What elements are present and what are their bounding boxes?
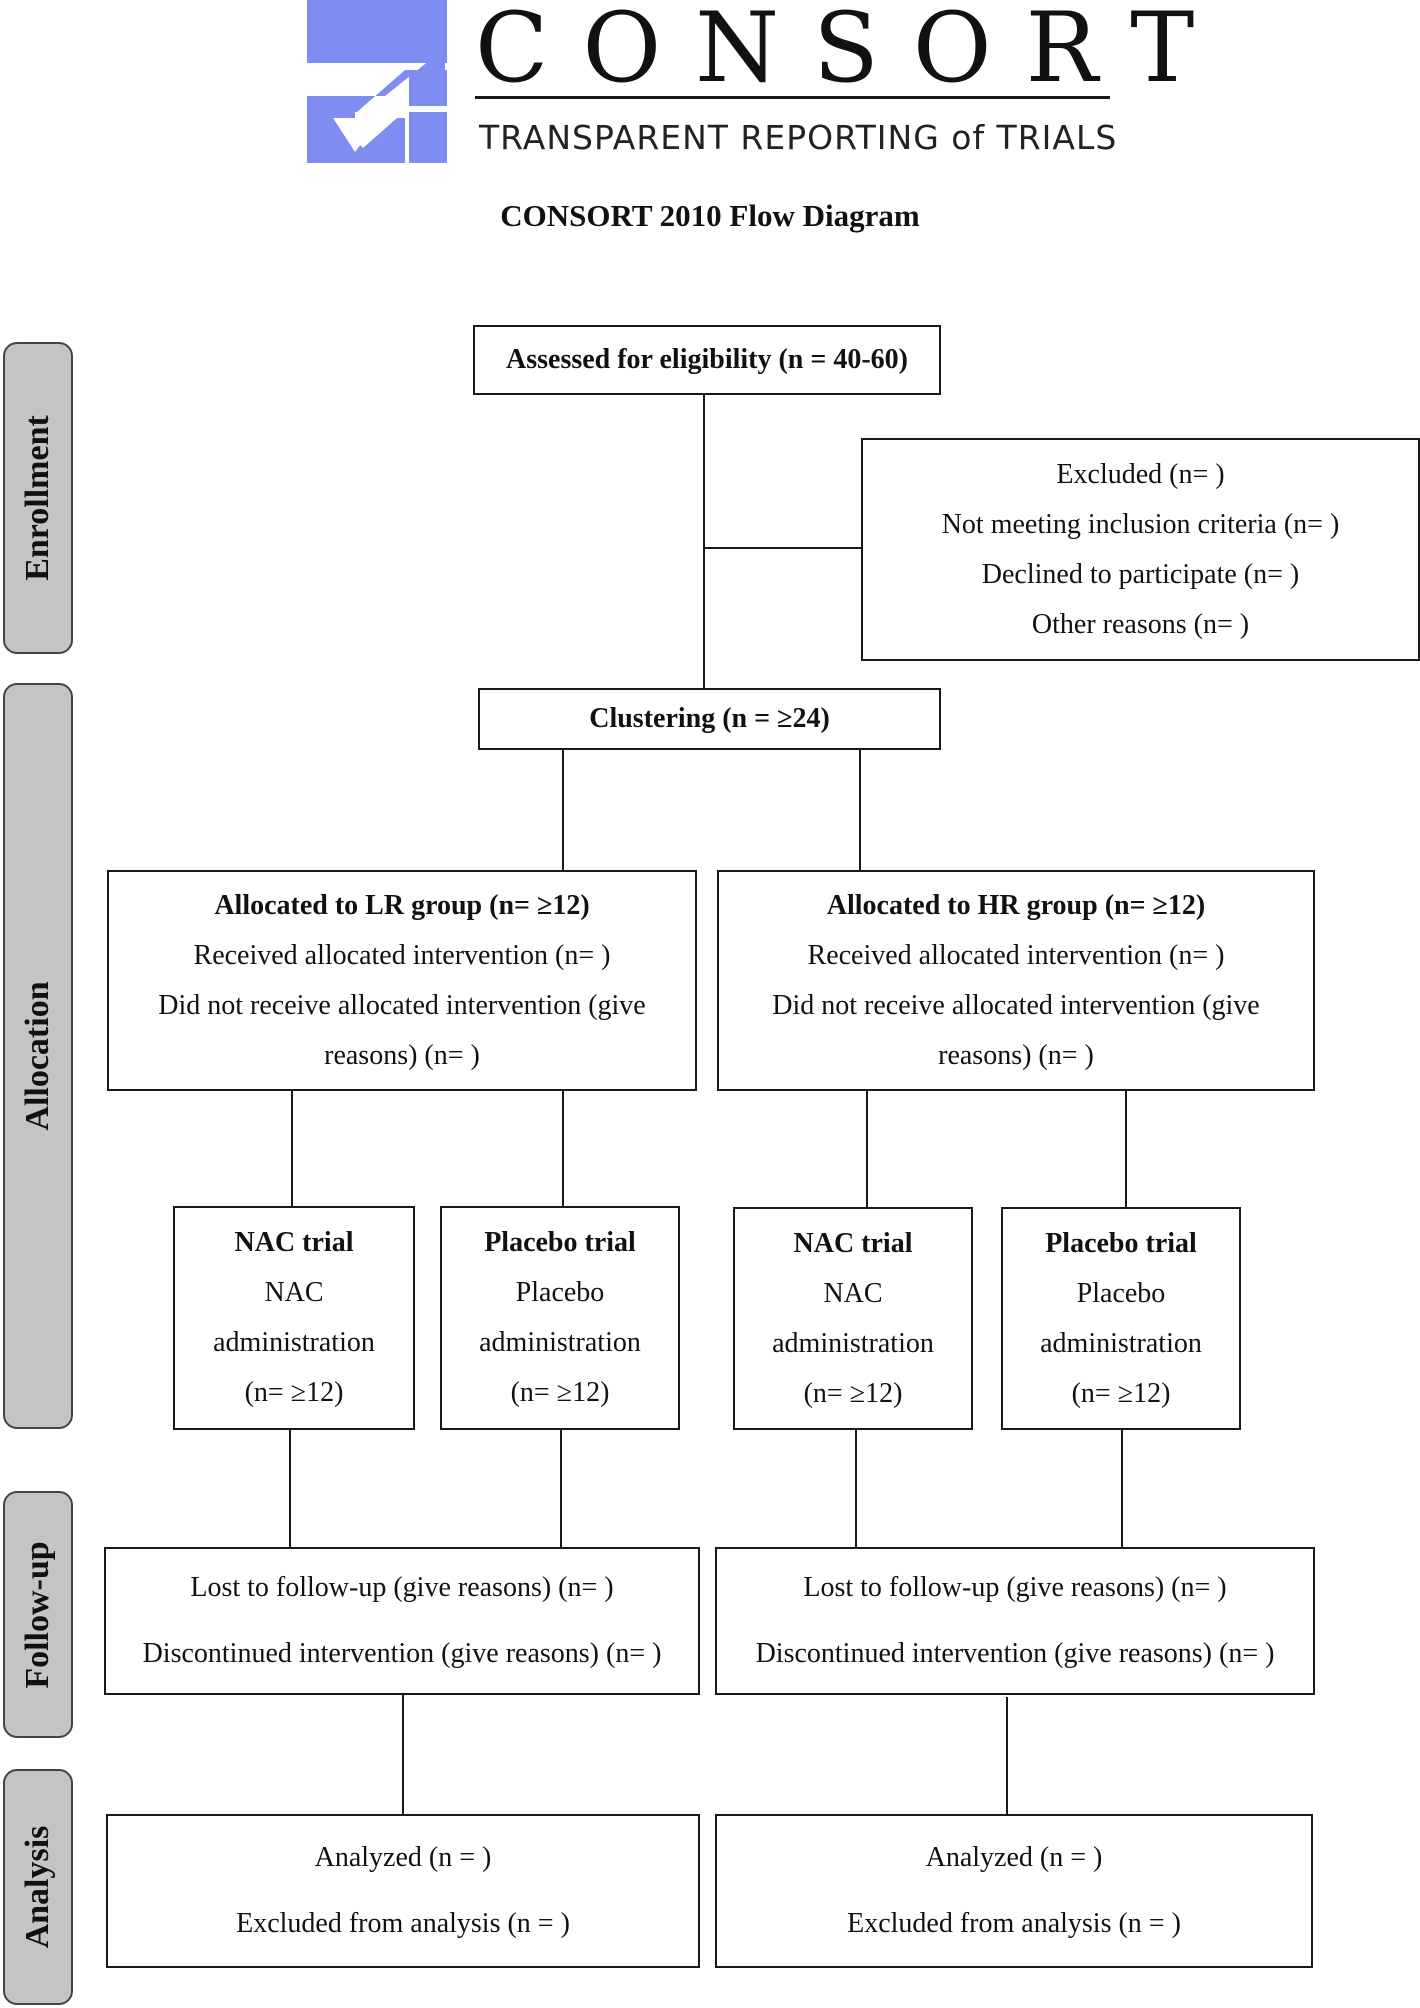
consort-logo: CONSORT TRANSPARENT REPORTING of TRIALS	[305, 0, 1194, 170]
phase-allocation-label: Allocation	[19, 981, 56, 1131]
phase-follow-up: Follow-up	[3, 1491, 73, 1738]
connector-line	[1006, 1697, 1008, 1816]
connector-line	[1125, 1091, 1127, 1209]
phase-analysis: Analysis	[3, 1769, 73, 2005]
logo-tagline: TRANSPARENT REPORTING of TRIALS	[479, 118, 1118, 157]
hr-analysis-box: Analyzed (n = ) Excluded from analysis (…	[715, 1814, 1313, 1968]
trial-administration: administration	[1040, 1327, 1202, 1359]
trial-title: Placebo trial	[1045, 1227, 1197, 1259]
analysis-excluded: Excluded from analysis (n = )	[847, 1908, 1181, 1939]
trial-title: Placebo trial	[484, 1227, 636, 1258]
hr-placebo-trial-box: Placebo trial Placebo administration (n=…	[1001, 1207, 1241, 1430]
connector-line	[703, 395, 705, 691]
connector-line	[855, 1429, 857, 1548]
assessed-eligibility-text: Assessed for eligibility (n = 40-60)	[506, 344, 908, 375]
allocated-hr-not-received: Did not receive allocated intervention (…	[772, 989, 1260, 1021]
allocated-lr-group-box: Allocated to LR group (n= ≥12) Received …	[107, 870, 697, 1091]
trial-n: (n= ≥12)	[803, 1377, 903, 1409]
trial-agent: NAC	[823, 1277, 883, 1309]
excluded-reason: Declined to participate (n= )	[981, 558, 1300, 590]
allocated-hr-group-box: Allocated to HR group (n= ≥12) Received …	[717, 870, 1315, 1091]
clustering-box: Clustering (n = ≥24)	[478, 688, 941, 750]
allocated-hr-title: Allocated to HR group (n= ≥12)	[826, 889, 1206, 921]
phase-analysis-label: Analysis	[19, 1825, 56, 1949]
follow-up-lost: Lost to follow-up (give reasons) (n= )	[803, 1572, 1227, 1603]
excluded-reason: Not meeting inclusion criteria (n= )	[941, 508, 1340, 540]
excluded-title: Excluded (n= )	[1056, 458, 1225, 490]
allocated-lr-not-received: Did not receive allocated intervention (…	[158, 989, 646, 1021]
trial-n: (n= ≥12)	[510, 1377, 610, 1408]
allocated-hr-received: Received allocated intervention (n= )	[807, 939, 1225, 971]
hr-nac-trial-box: NAC trial NAC administration (n= ≥12)	[733, 1207, 973, 1430]
connector-line	[859, 749, 861, 871]
connector-line	[866, 1091, 868, 1209]
connector-line	[1121, 1429, 1123, 1548]
follow-up-discontinued: Discontinued intervention (give reasons)…	[142, 1638, 662, 1669]
connector-line	[562, 749, 564, 871]
connector-line	[402, 1693, 404, 1816]
logo-rule	[475, 96, 1110, 99]
analysis-analyzed: Analyzed (n = )	[925, 1842, 1103, 1873]
logo-wordmark: CONSORT	[475, 0, 1229, 104]
lr-placebo-trial-box: Placebo trial Placebo administration (n=…	[440, 1206, 680, 1430]
connector-line	[291, 1091, 293, 1208]
trial-n: (n= ≥12)	[1071, 1377, 1171, 1409]
trial-agent: Placebo	[515, 1277, 605, 1308]
lr-analysis-box: Analyzed (n = ) Excluded from analysis (…	[106, 1814, 700, 1968]
trial-agent: NAC	[264, 1277, 324, 1308]
hr-follow-up-box: Lost to follow-up (give reasons) (n= ) D…	[715, 1547, 1315, 1695]
excluded-box: Excluded (n= ) Not meeting inclusion cri…	[861, 438, 1420, 661]
clustering-text: Clustering (n = ≥24)	[589, 703, 830, 734]
trial-administration: administration	[772, 1327, 934, 1359]
trial-title: NAC trial	[234, 1227, 354, 1258]
trial-title: NAC trial	[793, 1227, 913, 1259]
allocated-lr-not-received-reasons: reasons) (n= )	[324, 1039, 480, 1071]
consort-checkmark-icon	[307, 0, 447, 163]
follow-up-discontinued: Discontinued intervention (give reasons)…	[755, 1638, 1275, 1669]
allocated-lr-title: Allocated to LR group (n= ≥12)	[214, 889, 590, 921]
diagram-title: CONSORT 2010 Flow Diagram	[500, 198, 920, 233]
connector-line	[289, 1429, 291, 1548]
trial-agent: Placebo	[1076, 1277, 1166, 1309]
connector-line	[703, 547, 863, 549]
excluded-reason: Other reasons (n= )	[1031, 608, 1250, 640]
analysis-analyzed: Analyzed (n = )	[314, 1842, 492, 1873]
allocated-hr-not-received-reasons: reasons) (n= )	[938, 1039, 1094, 1071]
lr-nac-trial-box: NAC trial NAC administration (n= ≥12)	[173, 1206, 415, 1430]
trial-administration: administration	[479, 1327, 641, 1358]
assessed-eligibility-box: Assessed for eligibility (n = 40-60)	[473, 325, 941, 395]
analysis-excluded: Excluded from analysis (n = )	[236, 1908, 570, 1939]
follow-up-lost: Lost to follow-up (give reasons) (n= )	[190, 1572, 614, 1603]
connector-line	[562, 1091, 564, 1208]
trial-n: (n= ≥12)	[244, 1377, 344, 1408]
phase-enrollment: Enrollment	[3, 342, 73, 654]
trial-administration: administration	[213, 1327, 375, 1358]
phase-follow-up-label: Follow-up	[19, 1540, 56, 1689]
allocated-lr-received: Received allocated intervention (n= )	[193, 939, 611, 971]
connector-line	[560, 1429, 562, 1548]
lr-follow-up-box: Lost to follow-up (give reasons) (n= ) D…	[104, 1547, 700, 1695]
phase-allocation: Allocation	[3, 683, 73, 1429]
phase-enrollment-label: Enrollment	[19, 415, 56, 581]
